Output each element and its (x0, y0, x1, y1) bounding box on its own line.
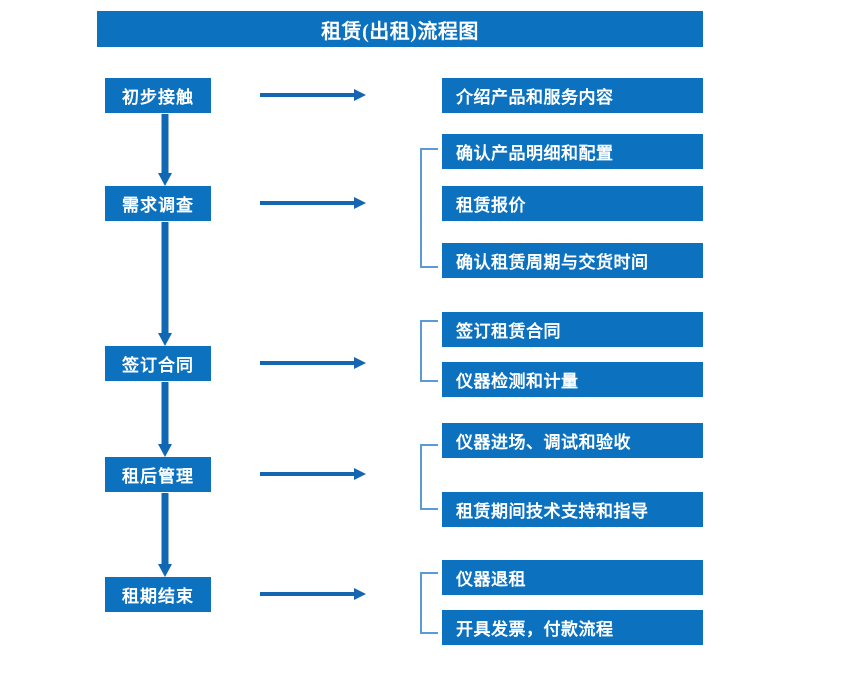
arrow-right-icon-rental-end (260, 586, 366, 602)
arrow-right-icon-sign-contract (260, 355, 366, 371)
detail-box-confirm-period-delivery[interactable]: 确认租赁周期与交货时间 (442, 243, 703, 278)
detail-box-instrument-return[interactable]: 仪器退租 (442, 560, 703, 595)
stage-box-initial-contact[interactable]: 初步接触 (105, 78, 211, 113)
arrow-down-icon-survey-to-contract (157, 222, 173, 346)
arrow-down-icon-contact-to-survey (157, 114, 173, 186)
stage-box-rental-end[interactable]: 租期结束 (105, 577, 211, 612)
group-bracket-post-rental (420, 444, 438, 510)
detail-box-technical-support[interactable]: 租赁期间技术支持和指导 (442, 492, 703, 527)
group-bracket-rental-end (420, 572, 438, 634)
arrow-right-icon-initial-contact (260, 87, 366, 103)
arrow-right-icon-needs-survey (260, 195, 366, 211)
arrow-right-icon-post-rental (260, 466, 366, 482)
stage-box-sign-contract[interactable]: 签订合同 (105, 346, 211, 381)
group-bracket-needs-survey (420, 148, 438, 268)
detail-box-instrument-inspection[interactable]: 仪器检测和计量 (442, 362, 703, 397)
detail-box-invoice-payment[interactable]: 开具发票，付款流程 (442, 610, 703, 645)
stage-box-needs-survey[interactable]: 需求调查 (105, 186, 211, 221)
arrow-down-icon-contract-to-postrental (157, 382, 173, 457)
arrow-down-icon-postrental-to-end (157, 493, 173, 577)
detail-box-sign-rental-contract[interactable]: 签订租赁合同 (442, 312, 703, 347)
stage-box-post-rental-management[interactable]: 租后管理 (105, 457, 211, 492)
group-bracket-sign-contract (420, 320, 438, 382)
detail-box-introduce-products[interactable]: 介绍产品和服务内容 (442, 78, 703, 113)
detail-box-confirm-product-details[interactable]: 确认产品明细和配置 (442, 134, 703, 169)
page-title: 租赁(出租)流程图 (97, 11, 703, 47)
detail-box-instrument-onsite-commissioning[interactable]: 仪器进场、调试和验收 (442, 423, 703, 458)
detail-box-rental-quote[interactable]: 租赁报价 (442, 186, 703, 221)
